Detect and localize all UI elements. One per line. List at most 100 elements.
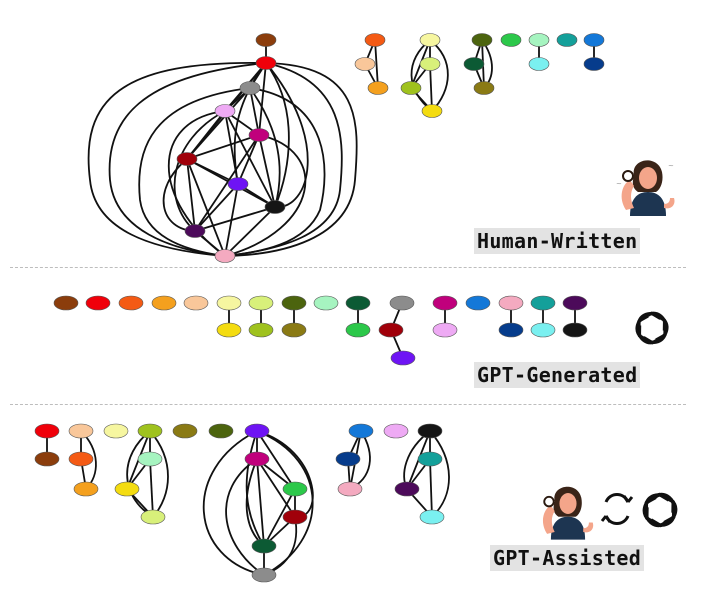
edge bbox=[256, 430, 296, 490]
node bbox=[432, 295, 458, 311]
node bbox=[264, 200, 286, 214]
node bbox=[528, 33, 550, 47]
edge bbox=[224, 134, 307, 257]
edge bbox=[256, 458, 296, 518]
node bbox=[394, 481, 420, 497]
node bbox=[473, 81, 495, 95]
edge bbox=[249, 87, 281, 208]
node bbox=[248, 322, 274, 338]
edge bbox=[108, 62, 267, 257]
edge bbox=[186, 110, 226, 160]
edge bbox=[256, 458, 265, 547]
person-thinking-icon: ~ ~ bbox=[616, 159, 676, 217]
node bbox=[354, 57, 376, 71]
node bbox=[137, 451, 163, 467]
node bbox=[383, 423, 409, 439]
section-divider bbox=[10, 404, 686, 405]
node bbox=[348, 423, 374, 439]
human-written-small-components bbox=[354, 33, 605, 118]
node bbox=[73, 481, 99, 497]
edge bbox=[429, 430, 450, 518]
node bbox=[184, 224, 206, 238]
edge bbox=[265, 62, 290, 208]
exchange-arrows-icon bbox=[600, 493, 634, 525]
person-with-openai-exchange-icon bbox=[542, 485, 682, 541]
node bbox=[251, 567, 277, 583]
edge bbox=[249, 87, 260, 136]
node bbox=[432, 322, 458, 338]
node bbox=[530, 322, 556, 338]
node bbox=[337, 481, 363, 497]
node bbox=[562, 322, 588, 338]
gpt-assisted-label: GPT-Assisted bbox=[490, 545, 645, 571]
edge bbox=[186, 158, 226, 257]
edge bbox=[224, 110, 239, 185]
node bbox=[417, 451, 443, 467]
node bbox=[281, 295, 307, 311]
edge bbox=[429, 458, 433, 518]
node bbox=[400, 81, 422, 95]
edge bbox=[87, 62, 267, 257]
node bbox=[244, 423, 270, 439]
edge bbox=[224, 62, 358, 257]
node bbox=[419, 509, 445, 525]
node bbox=[389, 295, 415, 311]
node bbox=[463, 57, 485, 71]
gpt-assisted-graph bbox=[34, 423, 450, 583]
node bbox=[500, 33, 522, 47]
node bbox=[216, 295, 242, 311]
edge bbox=[202, 430, 265, 576]
node bbox=[216, 322, 242, 338]
node bbox=[248, 295, 274, 311]
node bbox=[583, 57, 605, 71]
edge bbox=[410, 39, 433, 112]
svg-text:~: ~ bbox=[668, 162, 674, 170]
edge bbox=[265, 62, 309, 208]
node bbox=[244, 451, 270, 467]
node bbox=[282, 509, 308, 525]
node bbox=[419, 33, 441, 47]
openai-logo-icon bbox=[631, 307, 673, 349]
node bbox=[255, 56, 277, 70]
node bbox=[335, 451, 361, 467]
node bbox=[183, 295, 209, 311]
section-divider bbox=[10, 267, 686, 268]
node bbox=[528, 57, 550, 71]
node bbox=[172, 423, 198, 439]
node bbox=[34, 451, 60, 467]
node bbox=[345, 322, 371, 338]
node bbox=[85, 295, 111, 311]
node bbox=[176, 152, 198, 166]
node bbox=[118, 295, 144, 311]
edge bbox=[194, 183, 239, 232]
edge bbox=[224, 206, 276, 257]
edge bbox=[162, 158, 196, 232]
edge bbox=[237, 134, 260, 185]
human-written-graph bbox=[87, 40, 358, 257]
svg-text:~: ~ bbox=[616, 180, 622, 188]
edge bbox=[429, 63, 433, 112]
edge bbox=[429, 39, 449, 112]
edge bbox=[263, 488, 296, 547]
edge bbox=[258, 62, 267, 136]
gpt-generated-label: GPT-Generated bbox=[474, 362, 641, 388]
node bbox=[530, 295, 556, 311]
node bbox=[68, 451, 94, 467]
node bbox=[498, 295, 524, 311]
node bbox=[345, 295, 371, 311]
node bbox=[255, 33, 277, 47]
human-written-nodes bbox=[176, 33, 286, 263]
node bbox=[214, 249, 236, 263]
edge bbox=[126, 430, 154, 518]
edge bbox=[186, 158, 196, 232]
node bbox=[367, 81, 389, 95]
node bbox=[465, 295, 491, 311]
node bbox=[239, 81, 261, 95]
node bbox=[251, 538, 277, 554]
node bbox=[248, 128, 270, 142]
node bbox=[281, 322, 307, 338]
node bbox=[208, 423, 234, 439]
node bbox=[583, 33, 605, 47]
edge bbox=[225, 458, 265, 576]
